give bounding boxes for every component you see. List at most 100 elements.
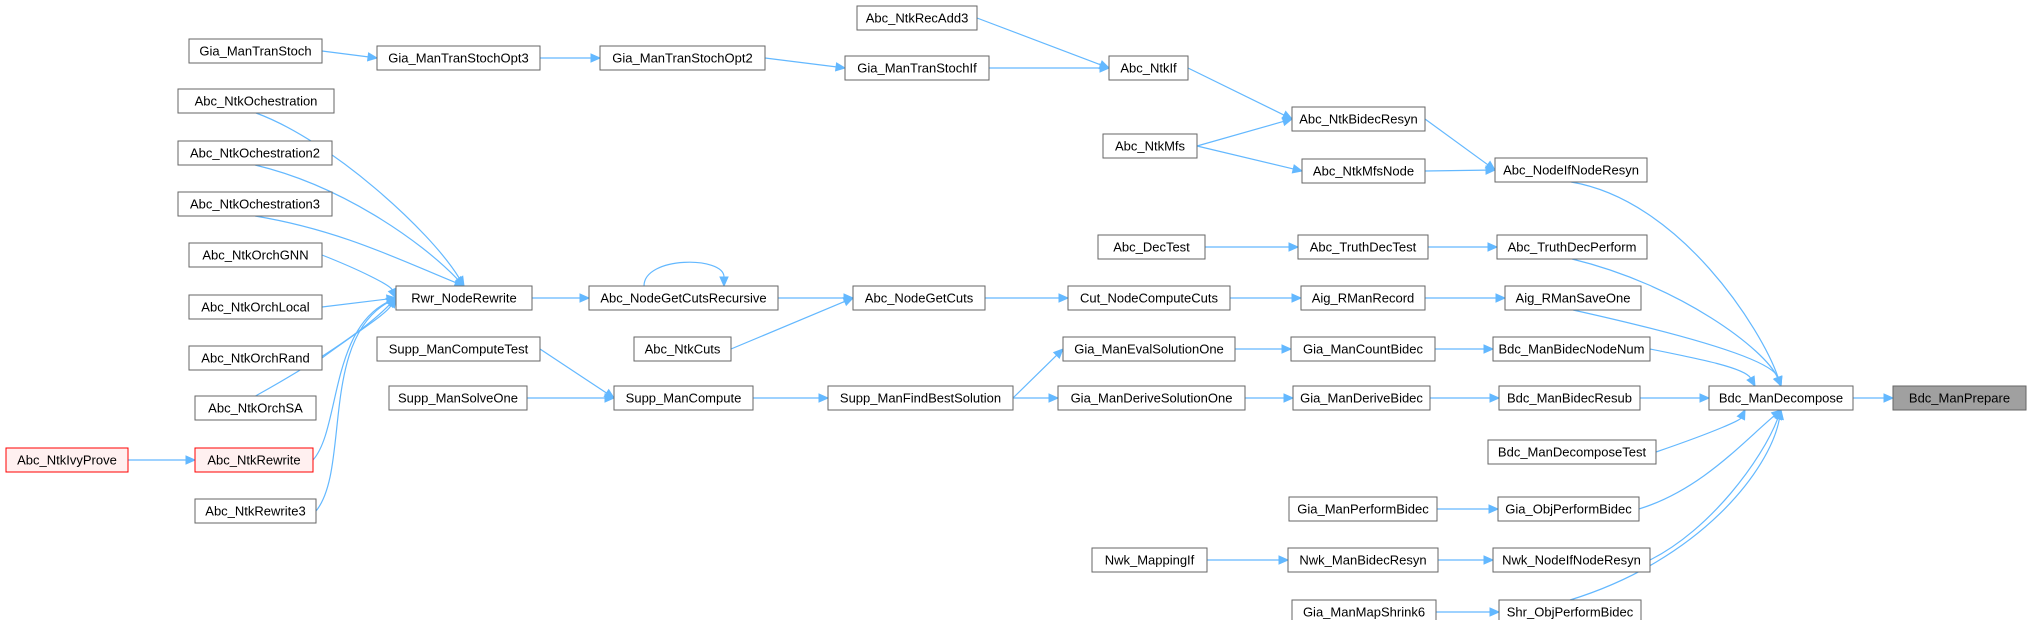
edge-abc_nodegetcuts-to-cut_nodecomputecuts <box>985 293 1070 303</box>
node-gia-manevalsolutionone[interactable]: Gia_ManEvalSolutionOne <box>1062 336 1236 362</box>
node-abc-ntkorchsa[interactable]: Abc_NtkOrchSA <box>194 395 317 421</box>
edge-supp_manfindbestsolution-to-gia_manderivesolutionone <box>1013 393 1060 403</box>
node-abc-ntkrecadd3[interactable]: Abc_NtkRecAdd3 <box>856 5 978 31</box>
node-gia-mantranstochif[interactable]: Gia_ManTranStochIf <box>844 55 990 81</box>
edge-abc_nodegetcutsrecursive-self-loop <box>643 261 729 288</box>
node-rwr-noderewrite[interactable]: Rwr_NodeRewrite <box>395 285 533 311</box>
node-abc-ntkivyprove[interactable]: Abc_NtkIvyProve <box>5 447 129 473</box>
node-bdc-mandecompose[interactable]: Bdc_ManDecompose <box>1708 385 1854 411</box>
edge-abc_ntkorchlocal-to-rwr_noderewrite <box>321 294 398 308</box>
node-label: Abc_NtkCuts <box>645 342 721 357</box>
node-bdc-manbidecnodenum[interactable]: Bdc_ManBidecNodeNum <box>1492 336 1651 362</box>
node-label: Gia_ManTranStochOpt3 <box>388 51 528 66</box>
node-abc-ntkcuts[interactable]: Abc_NtkCuts <box>633 336 732 362</box>
node-abc-ntkochestration3[interactable]: Abc_NtkOchestration3 <box>177 191 333 217</box>
node-gia-objperformbidec[interactable]: Gia_ObjPerformBidec <box>1497 496 1640 522</box>
edge-gia_manmapshrink6-to-shr_objperformbidec <box>1436 607 1501 617</box>
node-label: Abc_NtkMfs <box>1115 139 1186 154</box>
node-label: Cut_NodeComputeCuts <box>1080 291 1219 306</box>
edge-rwr_noderewrite-to-abc_nodegetcutsrecursive <box>532 293 591 303</box>
node-aig-rmanrecord[interactable]: Aig_RManRecord <box>1300 285 1426 311</box>
node-label: Gia_ManTranStochOpt2 <box>612 51 752 66</box>
node-cut-nodecomputecuts[interactable]: Cut_NodeComputeCuts <box>1067 285 1231 311</box>
node-abc-truthdecperform[interactable]: Abc_TruthDecPerform <box>1496 234 1648 260</box>
node-label: Aig_RManSaveOne <box>1516 291 1631 306</box>
edge-supp_manfindbestsolution-to-gia_manevalsolutionone <box>1012 348 1064 399</box>
edge-aig_rmanrecord-to-aig_rmansaveone <box>1425 293 1507 303</box>
edge-aig_rmansaveone-to-bdc_mandecompose <box>1572 309 1783 388</box>
edge-supp_mansolveone-to-supp_mancompute <box>527 393 616 403</box>
edge-bdc_mandecompose-to-bdc_manprepare <box>1853 393 1895 403</box>
edge-abc_ntkorchgnn-to-rwr_noderewrite <box>321 254 397 300</box>
node-abc-ntkif[interactable]: Abc_NtkIf <box>1108 55 1189 81</box>
edge-abc_truthdectest-to-abc_truthdecperform <box>1428 242 1499 252</box>
edge-abc_ntkrewrite-to-rwr_noderewrite <box>312 297 398 461</box>
node-label: Abc_NtkOchestration3 <box>190 197 320 212</box>
edge-shr_objperformbidec-to-bdc_mandecompose <box>1569 408 1784 601</box>
edge-gia_mantranstoch-to-gia_mantranstochopt3 <box>321 50 379 62</box>
node-abc-ntkbidecresyn[interactable]: Abc_NtkBidecResyn <box>1291 106 1426 132</box>
node-label: Gia_ManCountBidec <box>1303 342 1423 357</box>
node-label: Abc_NtkIvyProve <box>17 453 117 468</box>
edge-abc_ntkbidecresyn-to-abc_nodeifnoderesyn <box>1424 118 1496 171</box>
node-nwk-manbidecresyn[interactable]: Nwk_ManBidecResyn <box>1287 547 1439 573</box>
node-abc-ntkorchrand[interactable]: Abc_NtkOrchRand <box>188 345 323 371</box>
edge-gia_manperformbidec-to-gia_objperformbidec <box>1437 504 1500 514</box>
node-gia-manperformbidec[interactable]: Gia_ManPerformBidec <box>1288 496 1438 522</box>
node-label: Supp_ManSolveOne <box>398 391 518 406</box>
node-label: Abc_NtkRewrite3 <box>205 504 305 519</box>
node-label: Abc_NodeGetCutsRecursive <box>600 291 766 306</box>
node-supp-mancomputetest[interactable]: Supp_ManComputeTest <box>376 336 541 362</box>
node-gia-mancountbidec[interactable]: Gia_ManCountBidec <box>1290 336 1436 362</box>
node-bdc-mandecomposetest[interactable]: Bdc_ManDecomposeTest <box>1487 439 1657 465</box>
node-label: Supp_ManComputeTest <box>389 342 529 357</box>
node-label: Supp_ManCompute <box>626 391 742 406</box>
node-nwk-mappingif[interactable]: Nwk_MappingIf <box>1091 547 1208 573</box>
node-label: Bdc_ManBidecResub <box>1507 391 1632 406</box>
node-abc-ntkmfs[interactable]: Abc_NtkMfs <box>1102 133 1198 159</box>
node-abc-nodegetcuts[interactable]: Abc_NodeGetCuts <box>852 285 986 311</box>
node-label: Abc_NtkOrchLocal <box>201 300 309 315</box>
node-abc-ntkochestration[interactable]: Abc_NtkOchestration <box>177 88 335 114</box>
node-abc-dectest[interactable]: Abc_DecTest <box>1097 234 1206 260</box>
edge-abc_ntkcuts-to-abc_nodegetcuts <box>730 297 855 350</box>
node-bdc-manprepare[interactable]: Bdc_ManPrepare <box>1892 385 2027 411</box>
node-label: Gia_ManDeriveSolutionOne <box>1071 391 1233 406</box>
node-shr-objperformbidec[interactable]: Shr_ObjPerformBidec <box>1498 599 1642 620</box>
node-label: Abc_TruthDecTest <box>1310 240 1417 255</box>
node-label: Abc_TruthDecPerform <box>1508 240 1637 255</box>
edge-gia_objperformbidec-to-bdc_mandecompose <box>1638 409 1782 510</box>
node-bdc-manbidecresub[interactable]: Bdc_ManBidecResub <box>1498 385 1641 411</box>
edge-bdc_manbidecnodenum-to-bdc_mandecompose <box>1649 348 1756 388</box>
node-gia-manderivesolutionone[interactable]: Gia_ManDeriveSolutionOne <box>1057 385 1246 411</box>
node-nwk-nodeifnoderesyn[interactable]: Nwk_NodeIfNodeResyn <box>1492 547 1651 573</box>
node-label: Abc_NodeIfNodeResyn <box>1503 163 1639 178</box>
node-supp-mancompute[interactable]: Supp_ManCompute <box>613 385 754 411</box>
node-label: Gia_ManDeriveBidec <box>1300 391 1423 406</box>
node-abc-truthdectest[interactable]: Abc_TruthDecTest <box>1297 234 1429 260</box>
node-label: Shr_ObjPerformBidec <box>1507 605 1634 620</box>
node-abc-nodeifnoderesyn[interactable]: Abc_NodeIfNodeResyn <box>1494 157 1648 183</box>
node-abc-ntkorchgnn[interactable]: Abc_NtkOrchGNN <box>188 242 323 268</box>
node-abc-ntkorchlocal[interactable]: Abc_NtkOrchLocal <box>188 294 323 320</box>
edge-gia_manevalsolutionone-to-gia_mancountbidec <box>1235 344 1293 354</box>
edge-abc_ntkrewrite3-to-rwr_noderewrite <box>315 297 398 512</box>
node-gia-mantranstochopt3[interactable]: Gia_ManTranStochOpt3 <box>376 45 541 71</box>
node-gia-manderivebidec[interactable]: Gia_ManDeriveBidec <box>1292 385 1431 411</box>
node-abc-nodegetcutsrecursive[interactable]: Abc_NodeGetCutsRecursive <box>588 285 779 311</box>
node-gia-manmapshrink6[interactable]: Gia_ManMapShrink6 <box>1291 599 1437 620</box>
node-gia-mantranstoch[interactable]: Gia_ManTranStoch <box>188 38 323 64</box>
node-aig-rmansaveone[interactable]: Aig_RManSaveOne <box>1504 285 1642 311</box>
node-supp-mansolveone[interactable]: Supp_ManSolveOne <box>388 385 528 411</box>
node-label: Nwk_ManBidecResyn <box>1299 553 1426 568</box>
edge-abc_ntkochestration2-to-rwr_noderewrite <box>254 164 465 287</box>
node-abc-ntkmfsnode[interactable]: Abc_NtkMfsNode <box>1301 158 1426 184</box>
node-abc-ntkochestration2[interactable]: Abc_NtkOchestration2 <box>177 140 333 166</box>
node-gia-mantranstochopt2[interactable]: Gia_ManTranStochOpt2 <box>599 45 766 71</box>
node-supp-manfindbestsolution[interactable]: Supp_ManFindBestSolution <box>827 385 1014 411</box>
node-abc-ntkrewrite[interactable]: Abc_NtkRewrite <box>194 447 314 473</box>
node-abc-ntkrewrite3[interactable]: Abc_NtkRewrite3 <box>194 498 317 524</box>
node-label: Abc_NtkIf <box>1120 61 1177 76</box>
edge-gia_manderivebidec-to-bdc_manbidecresub <box>1430 393 1501 403</box>
